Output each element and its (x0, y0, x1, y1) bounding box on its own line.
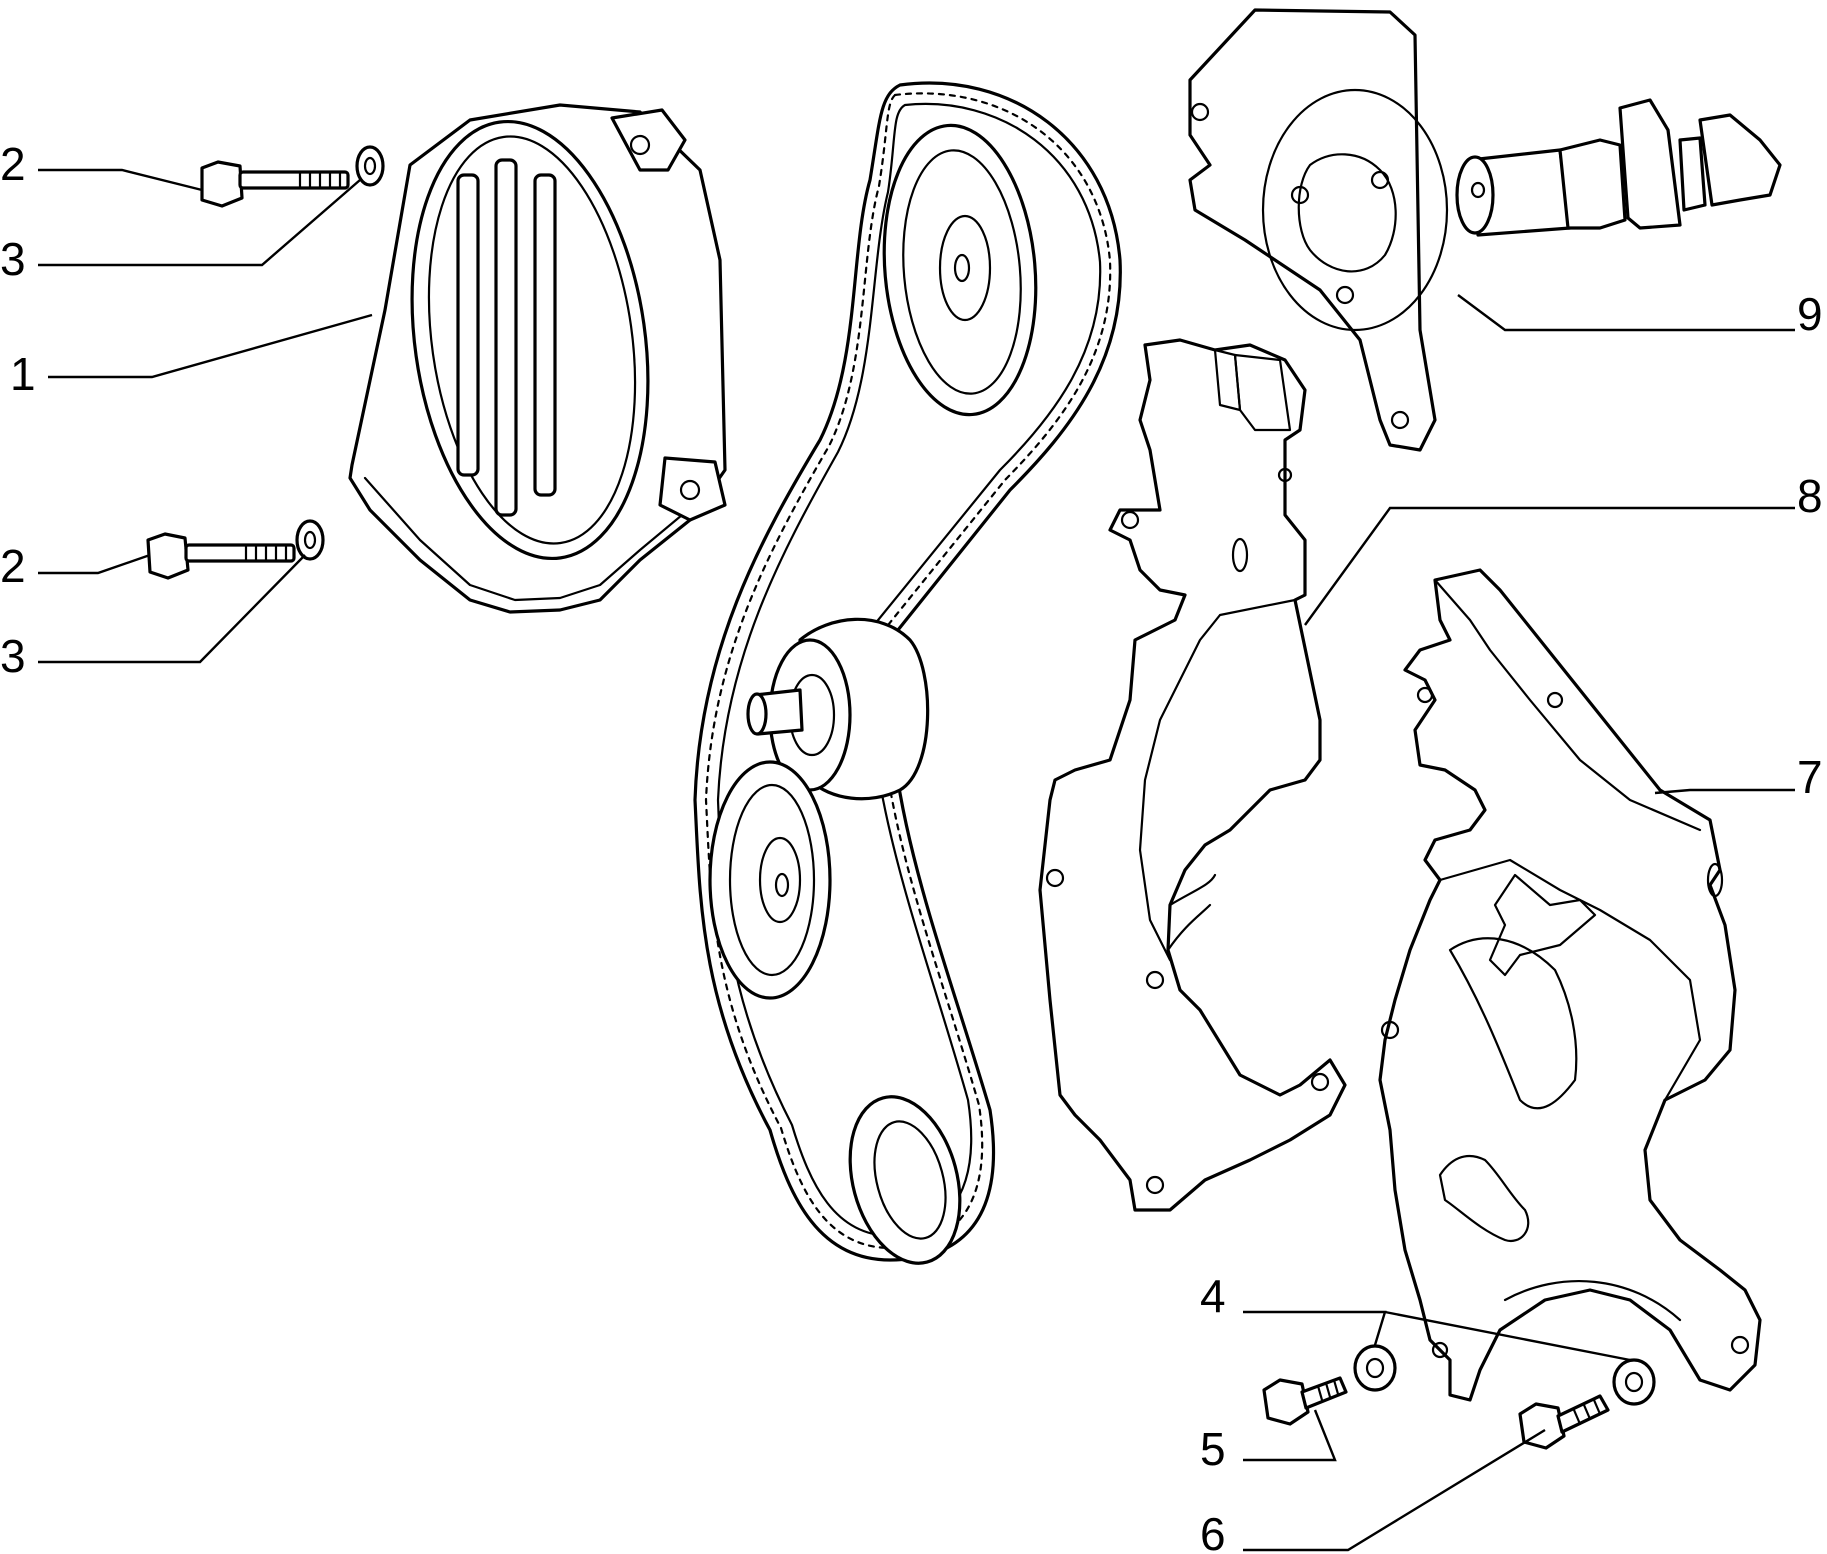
callout-2b: 2 (0, 540, 26, 592)
leader-2b (38, 553, 151, 575)
part-inner-middle-cover (1038, 338, 1347, 1212)
leader-7 (1654, 788, 1795, 795)
leader-9 (1457, 294, 1795, 332)
washer-4-right (1612, 1358, 1656, 1406)
washer-4-left (1353, 1344, 1397, 1392)
leader-3b (38, 554, 306, 664)
callout-8: 8 (1797, 470, 1823, 522)
callout-1: 1 (10, 348, 36, 400)
bolt-lower (146, 532, 296, 580)
camshaft-pulley (882, 123, 1038, 417)
callout-3a: 3 (0, 233, 26, 285)
idler-pulley-lower (848, 1095, 962, 1265)
washer-lower (295, 519, 325, 561)
callout-4: 4 (1200, 1270, 1226, 1322)
bolt-6 (1518, 1394, 1610, 1450)
callout-3b: 3 (0, 630, 26, 682)
leader-5 (1243, 1409, 1337, 1462)
callout-5: 5 (1200, 1423, 1226, 1475)
callout-6: 6 (1200, 1508, 1226, 1554)
crankshaft-pulley (708, 760, 832, 1000)
tensioner-pulley (746, 617, 930, 801)
part-outer-timing-cover (348, 103, 727, 614)
callout-2a: 2 (0, 138, 26, 190)
part-rear-upper-cover (1188, 8, 1449, 452)
timing-belt-assembly (693, 81, 1122, 1265)
washer-upper (355, 145, 385, 187)
leader-lines (38, 168, 1795, 1552)
leader-3a (38, 179, 361, 267)
part-rear-lower-cover (1378, 568, 1762, 1402)
leader-1 (48, 313, 373, 379)
leader-4 (1243, 1310, 1631, 1362)
camshaft (1455, 98, 1782, 237)
leader-8 (1304, 506, 1795, 626)
callout-labels: 1 2 3 2 3 4 5 6 7 8 9 (0, 138, 1823, 1554)
leader-6 (1243, 1428, 1546, 1552)
leader-2a (38, 168, 203, 192)
bolt-5 (1262, 1376, 1348, 1426)
bolt-upper (200, 160, 350, 208)
callout-9: 9 (1797, 288, 1823, 340)
callout-7: 7 (1797, 751, 1823, 803)
